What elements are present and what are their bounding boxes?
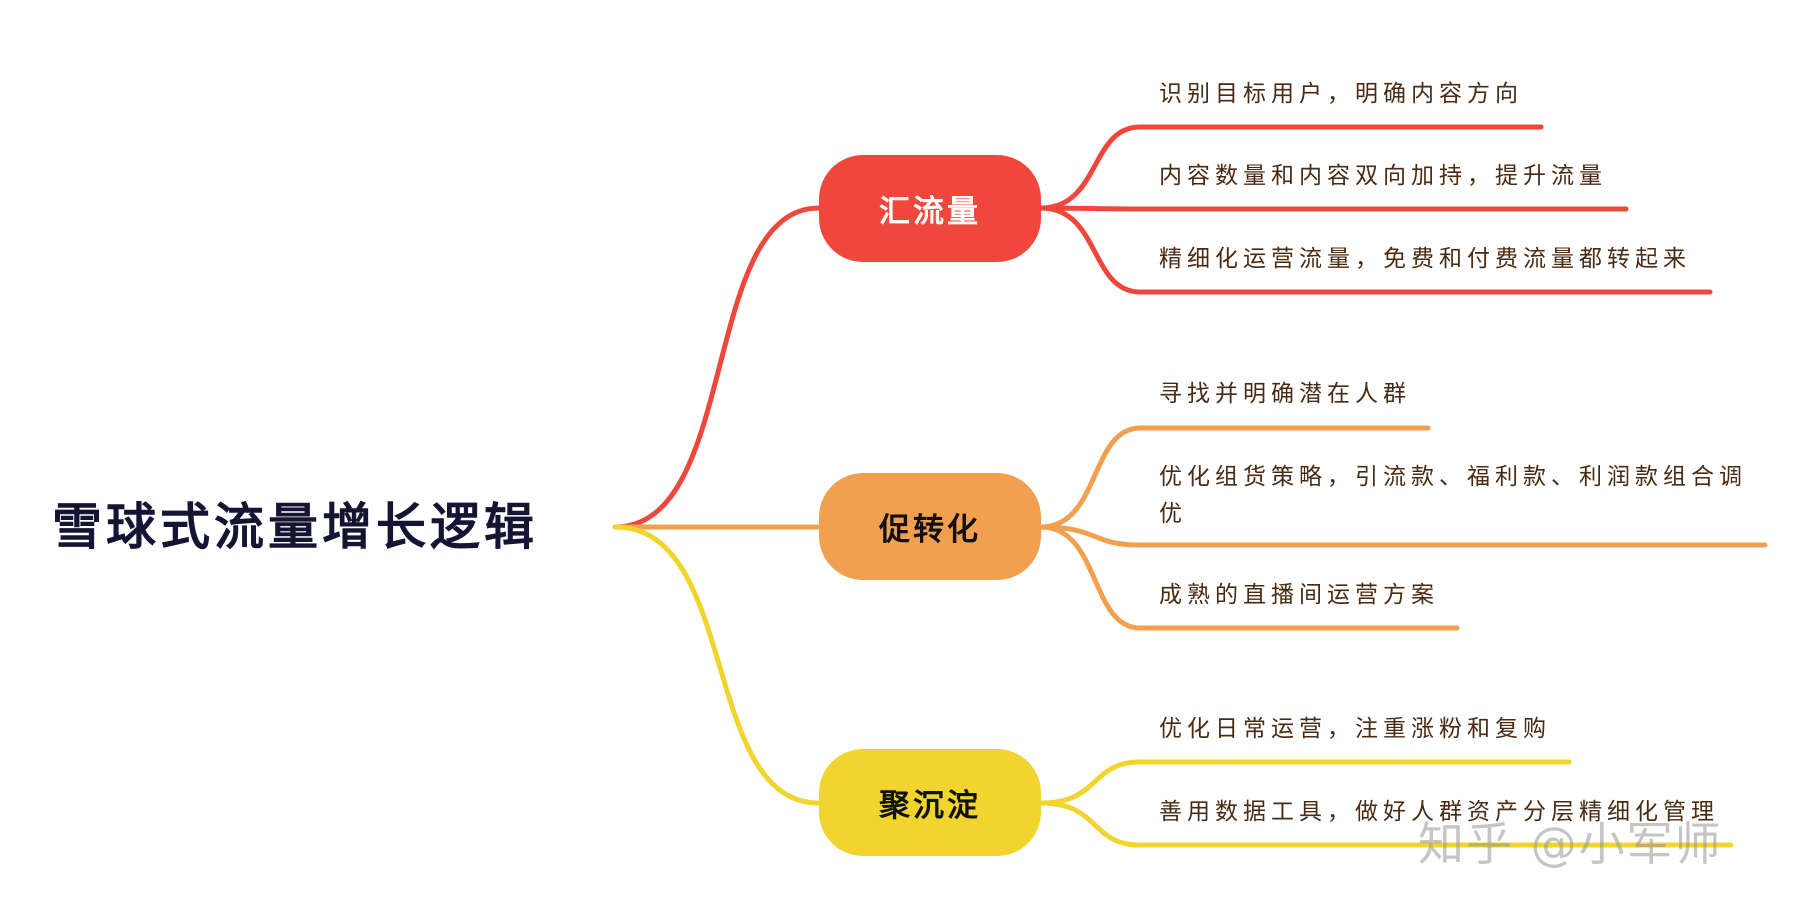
branch-node-2[interactable]: 促转化 <box>819 473 1041 580</box>
connector-leaf-2-2 <box>1038 524 1768 548</box>
root-topic[interactable]: 雪球式流量增长逻辑 <box>52 498 538 556</box>
connector-leaf-3-2 <box>1038 800 1734 848</box>
leaf-topic[interactable]: 内容数量和内容双向加持，提升流量 <box>1159 163 1607 189</box>
leaf-topic[interactable]: 寻找并明确潜在人群 <box>1159 381 1411 407</box>
connector-leaf-3-1 <box>1038 759 1572 806</box>
leaf-topic[interactable]: 优化日常运营，注重涨粉和复购 <box>1159 716 1551 742</box>
connector-leaf-2-3 <box>1038 524 1460 631</box>
connector-leaf-1-1 <box>1038 124 1544 211</box>
leaf-topic[interactable]: 识别目标用户，明确内容方向 <box>1159 81 1523 107</box>
leaf-topic[interactable]: 精细化运营流量，免费和付费流量都转起来 <box>1159 246 1691 272</box>
branch-node-1[interactable]: 汇流量 <box>819 155 1041 262</box>
connector-leaf-1-3 <box>1038 205 1713 295</box>
watermark: 知乎 @小军师 <box>1418 817 1723 871</box>
leaf-topic[interactable]: 优化组货策略，引流款、福利款、利润款组合调优 <box>1159 464 1747 527</box>
connector-root-branch-1 <box>612 205 822 530</box>
connector-root-branch-3 <box>612 524 822 806</box>
connector-leaf-1-2 <box>1038 205 1629 212</box>
branch-node-3[interactable]: 聚沉淀 <box>819 749 1041 856</box>
leaf-topic[interactable]: 善用数据工具，做好人群资产分层精细化管理 <box>1159 799 1719 825</box>
leaf-topic[interactable]: 成熟的直播间运营方案 <box>1159 582 1439 608</box>
connector-leaf-2-1 <box>1038 425 1431 530</box>
